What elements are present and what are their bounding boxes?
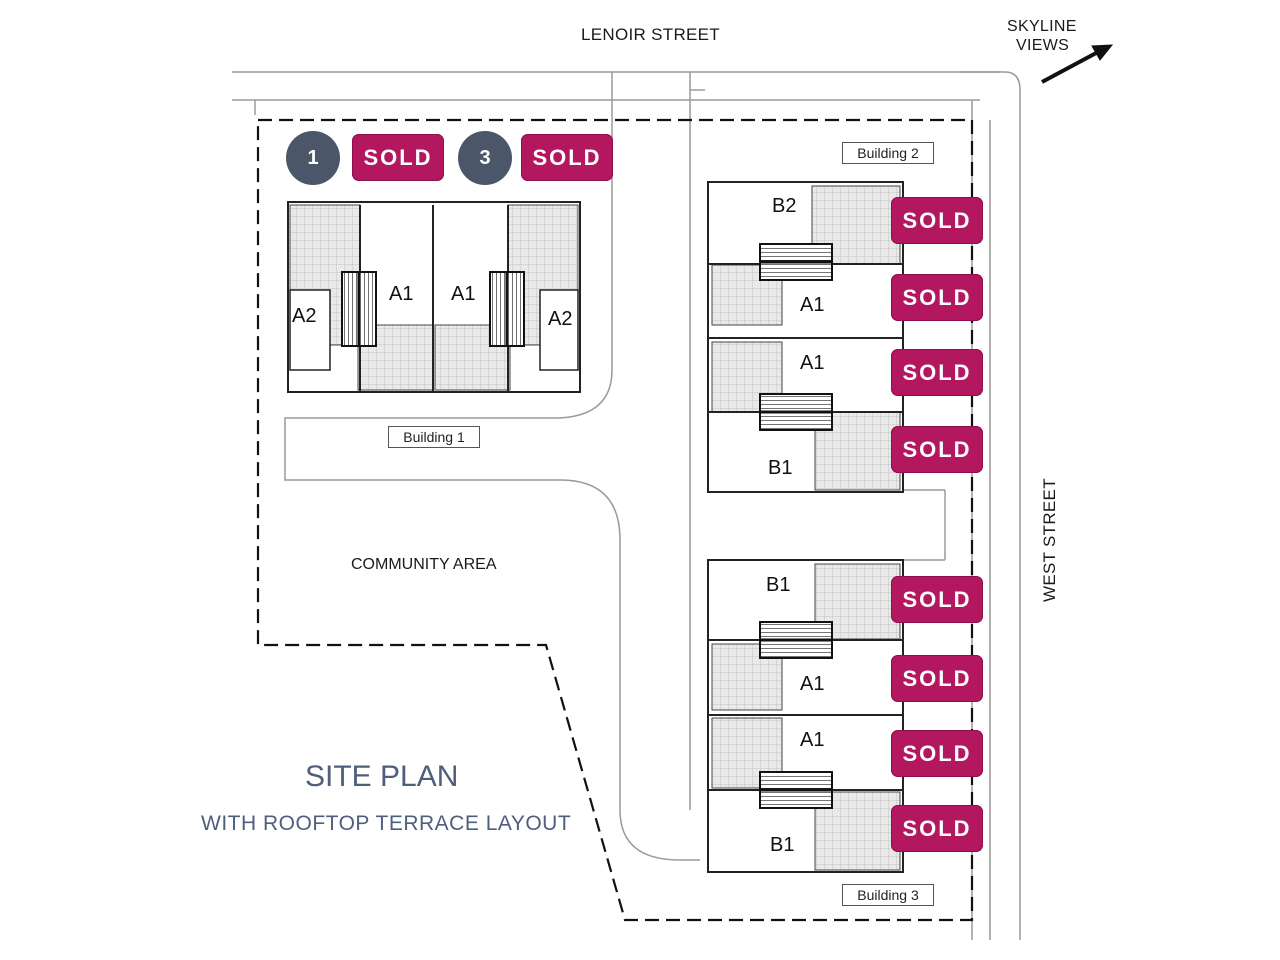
views-label-line1: SKYLINE	[1007, 18, 1077, 35]
site-plan-title: SITE PLAN	[305, 760, 459, 793]
sold-badge: SOLD	[891, 655, 983, 702]
skyline-arrow-icon	[1041, 44, 1114, 84]
unit-label: A1	[800, 729, 825, 751]
unit-label: A2	[548, 308, 573, 330]
building-3-plan	[707, 559, 904, 873]
sold-badge: SOLD	[352, 134, 444, 181]
unit-label: A1	[451, 283, 476, 305]
unit-number-marker-1: 1	[286, 131, 340, 185]
unit-label: A1	[389, 283, 414, 305]
building-1-plan	[287, 201, 581, 393]
sold-badge: SOLD	[891, 197, 983, 244]
unit-label: B1	[768, 457, 793, 479]
unit-label: A1	[800, 294, 825, 316]
unit-number-marker-3: 3	[458, 131, 512, 185]
building-2-tag: Building 2	[842, 142, 934, 164]
building-3-tag: Building 3	[842, 884, 934, 906]
sold-badge: SOLD	[521, 134, 613, 181]
unit-label: B1	[770, 834, 795, 856]
unit-label: A1	[800, 673, 825, 695]
property-boundary	[256, 118, 974, 922]
sold-badge: SOLD	[891, 274, 983, 321]
street-label-lenoir: LENOIR STREET	[581, 25, 720, 44]
sold-badge: SOLD	[891, 426, 983, 473]
sold-badge: SOLD	[891, 805, 983, 852]
sold-badge: SOLD	[891, 576, 983, 623]
sold-badge: SOLD	[891, 349, 983, 396]
building-2-plan	[707, 181, 904, 493]
views-label-line2: VIEWS	[1016, 37, 1070, 54]
unit-label: A2	[292, 305, 317, 327]
unit-label: B1	[766, 574, 791, 596]
building-1-tag: Building 1	[388, 426, 480, 448]
site-plan-subtitle: WITH ROOFTOP TERRACE LAYOUT	[201, 812, 572, 835]
street-label-west: WEST STREET	[1040, 478, 1059, 602]
unit-label: B2	[772, 195, 797, 217]
sold-badge: SOLD	[891, 730, 983, 777]
unit-label: A1	[800, 352, 825, 374]
community-area-label: COMMUNITY AREA	[351, 556, 497, 573]
